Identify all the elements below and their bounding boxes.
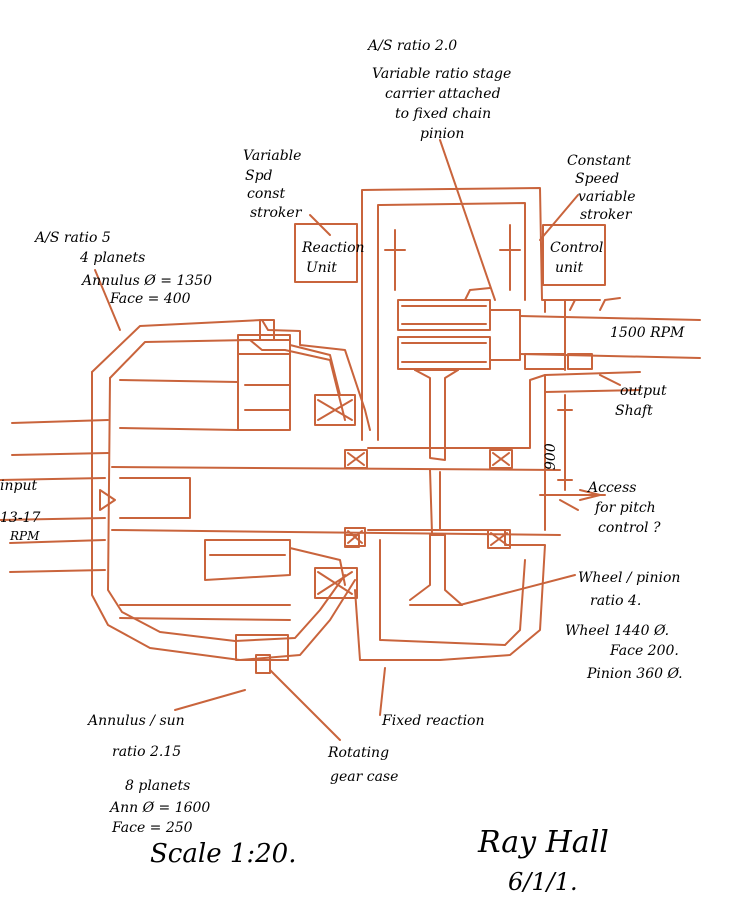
label-input-2: 13-17 <box>0 510 40 526</box>
note-fixed-reaction: Fixed reaction <box>381 713 485 729</box>
label-input-3: RPM <box>9 529 40 543</box>
signature-date: 6/1/1. <box>508 868 578 896</box>
leader-lines <box>94 139 621 741</box>
note-wheel-2: ratio 4. <box>590 593 641 609</box>
note-annulus-sun-1: Annulus / sun <box>86 713 185 729</box>
note-const-speed-3: variable <box>578 189 636 205</box>
note-top-desc-1: Variable ratio stage <box>372 66 511 82</box>
wheel-pinion-stage <box>344 369 546 661</box>
note-left-ratio: A/S ratio 5 <box>33 230 111 246</box>
note-const-speed-1: Constant <box>567 153 631 169</box>
note-planets8-3: Face = 250 <box>111 820 193 836</box>
label-input-1: input <box>0 478 37 494</box>
first-stage-planetary <box>119 319 360 674</box>
note-top-desc-3: to fixed chain <box>395 106 491 122</box>
note-const-speed-4: stroker <box>580 207 633 223</box>
note-access-1: Access <box>586 480 636 496</box>
note-var-speed-1: Variable <box>243 148 301 164</box>
note-annulus-sun-2: ratio 2.15 <box>112 744 181 760</box>
note-left-planets: 4 planets <box>79 250 145 266</box>
upper-housing <box>294 187 606 441</box>
outer-housing <box>91 319 371 661</box>
label-output-rpm: 1500 RPM <box>610 325 685 341</box>
note-access-2: for pitch <box>594 500 656 516</box>
label-control-unit-2: unit <box>555 260 584 276</box>
note-wheel-3: Wheel 1440 Ø. <box>565 623 669 639</box>
note-top-desc-2: carrier attached <box>385 86 501 102</box>
scale-label: Scale 1:20. <box>150 839 297 869</box>
note-var-speed-3: const <box>247 186 285 202</box>
label-control-unit-1: Control <box>550 240 603 256</box>
note-top-desc-4: pinion <box>420 126 464 142</box>
note-wheel-4: Face 200. <box>609 643 679 659</box>
note-var-speed-4: stroker <box>250 205 303 221</box>
note-rotating-case-2: gear case <box>330 769 398 785</box>
note-left-annulus: Annulus Ø = 1350 <box>80 273 212 289</box>
note-wheel-5: Pinion 360 Ø. <box>586 666 683 682</box>
output-shaft <box>539 299 641 501</box>
note-left-face: Face = 400 <box>109 291 191 307</box>
note-access-3: control ? <box>598 520 661 536</box>
note-wheel-1: Wheel / pinion <box>578 570 680 586</box>
note-planets8-2: Ann Ø = 1600 <box>108 800 210 816</box>
dimension-900: 900 <box>543 443 559 470</box>
note-output-shaft-1: output <box>620 383 667 399</box>
note-output-shaft-2: Shaft <box>615 403 653 419</box>
signature: Ray Hall <box>477 825 609 860</box>
note-top-ratio: A/S ratio 2.0 <box>366 38 457 54</box>
note-var-speed-2: Spd <box>245 168 273 184</box>
note-planets8-1: 8 planets <box>125 778 190 794</box>
label-reaction-unit-2: Unit <box>306 260 337 276</box>
label-reaction-unit-1: Reaction <box>301 240 365 256</box>
note-rotating-case-1: Rotating <box>327 745 389 761</box>
note-const-speed-2: Speed <box>575 171 619 187</box>
main-shaft <box>99 466 561 536</box>
